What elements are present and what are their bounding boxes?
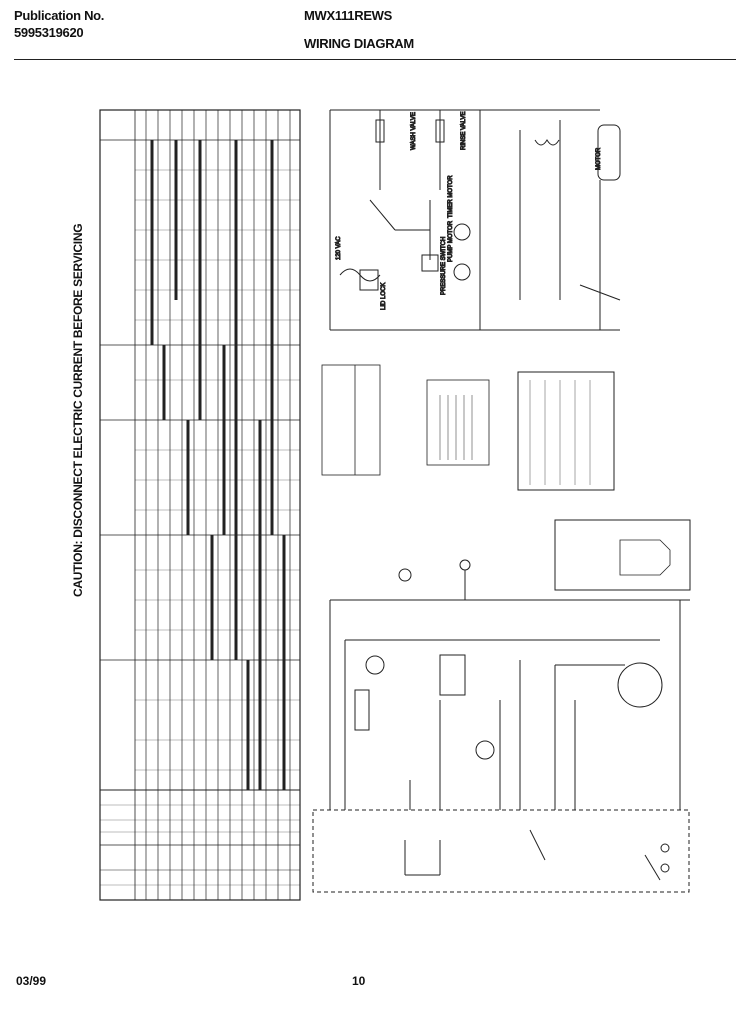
svg-text:RINSE VALVE: RINSE VALVE <box>461 112 467 150</box>
page-number: 10 <box>352 974 366 988</box>
footer-date: 03/99 <box>16 974 47 988</box>
publication-label: Publication No. <box>14 8 105 23</box>
publication-number: 5995319620 <box>14 25 84 40</box>
document-title: WIRING DIAGRAM <box>304 36 414 51</box>
svg-text:MOTOR: MOTOR <box>596 147 602 170</box>
svg-text:PUMP MOTOR: PUMP MOTOR <box>448 220 454 262</box>
motor-circuit-schematic: 120 VAC TIMER MOTOR PUMP MOTOR WASH VALV… <box>329 109 621 331</box>
ladder-schematic <box>312 559 690 893</box>
svg-text:TIMER MOTOR: TIMER MOTOR <box>448 175 454 218</box>
svg-text:WASH VALVE: WASH VALVE <box>411 112 417 150</box>
model-number: MWX111REWS <box>304 8 393 23</box>
svg-text:120 VAC: 120 VAC <box>336 236 342 260</box>
svg-text:LID LOCK: LID LOCK <box>381 283 387 310</box>
svg-text:PRESSURE SWITCH: PRESSURE SWITCH <box>441 237 447 295</box>
legend-blocks <box>321 364 691 591</box>
timer-sequence-chart <box>99 109 301 901</box>
header-rule <box>14 59 736 60</box>
